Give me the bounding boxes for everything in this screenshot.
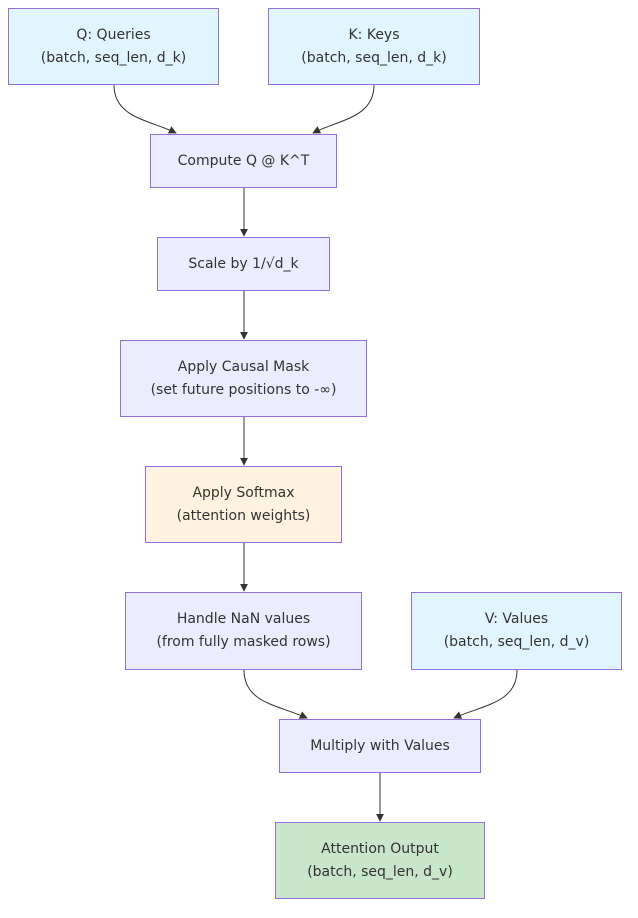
- edge-nan-to-multiply: [243, 669, 308, 719]
- causal-mask-node: Apply Causal Mask (set future positions …: [120, 340, 367, 417]
- values-node: V: Values (batch, seq_len, d_v): [411, 592, 622, 670]
- causal-mask-title: Apply Causal Mask: [177, 358, 310, 375]
- attention-output-node: Attention Output (batch, seq_len, d_v): [275, 822, 485, 899]
- handle-nan-node: Handle NaN values (from fully masked row…: [125, 592, 362, 670]
- queries-node: Q: Queries (batch, seq_len, d_k): [8, 8, 219, 85]
- compute-qk-node: Compute Q @ K^T: [150, 134, 337, 188]
- softmax-title: Apply Softmax: [192, 484, 295, 501]
- values-shape: (batch, seq_len, d_v): [443, 634, 590, 650]
- edge-values-to-multiply: [453, 669, 518, 719]
- attention-output-shape: (batch, seq_len, d_v): [307, 863, 453, 880]
- keys-shape: (batch, seq_len, d_k): [301, 49, 447, 66]
- softmax-node: Apply Softmax (attention weights): [145, 466, 342, 543]
- scale-label: Scale by 1/√d_k: [188, 255, 299, 272]
- queries-shape: (batch, seq_len, d_k): [40, 49, 187, 66]
- keys-node: K: Keys (batch, seq_len, d_k): [268, 8, 480, 85]
- multiply-values-label: Multiply with Values: [310, 737, 450, 754]
- causal-mask-note: (set future positions to -∞): [150, 381, 337, 398]
- edge-keys-to-compute: [312, 84, 375, 134]
- edge-queries-to-compute: [113, 84, 177, 134]
- attention-output-title: Attention Output: [321, 840, 439, 857]
- handle-nan-title: Handle NaN values: [176, 611, 311, 627]
- compute-qk-label: Compute Q @ K^T: [177, 152, 310, 169]
- keys-title: K: Keys: [348, 26, 400, 43]
- multiply-values-node: Multiply with Values: [279, 719, 481, 773]
- values-title: V: Values: [484, 611, 549, 627]
- softmax-note: (attention weights): [176, 507, 311, 524]
- scale-node: Scale by 1/√d_k: [157, 237, 330, 291]
- handle-nan-note: (from fully masked rows): [156, 634, 331, 650]
- queries-title: Q: Queries: [76, 26, 151, 43]
